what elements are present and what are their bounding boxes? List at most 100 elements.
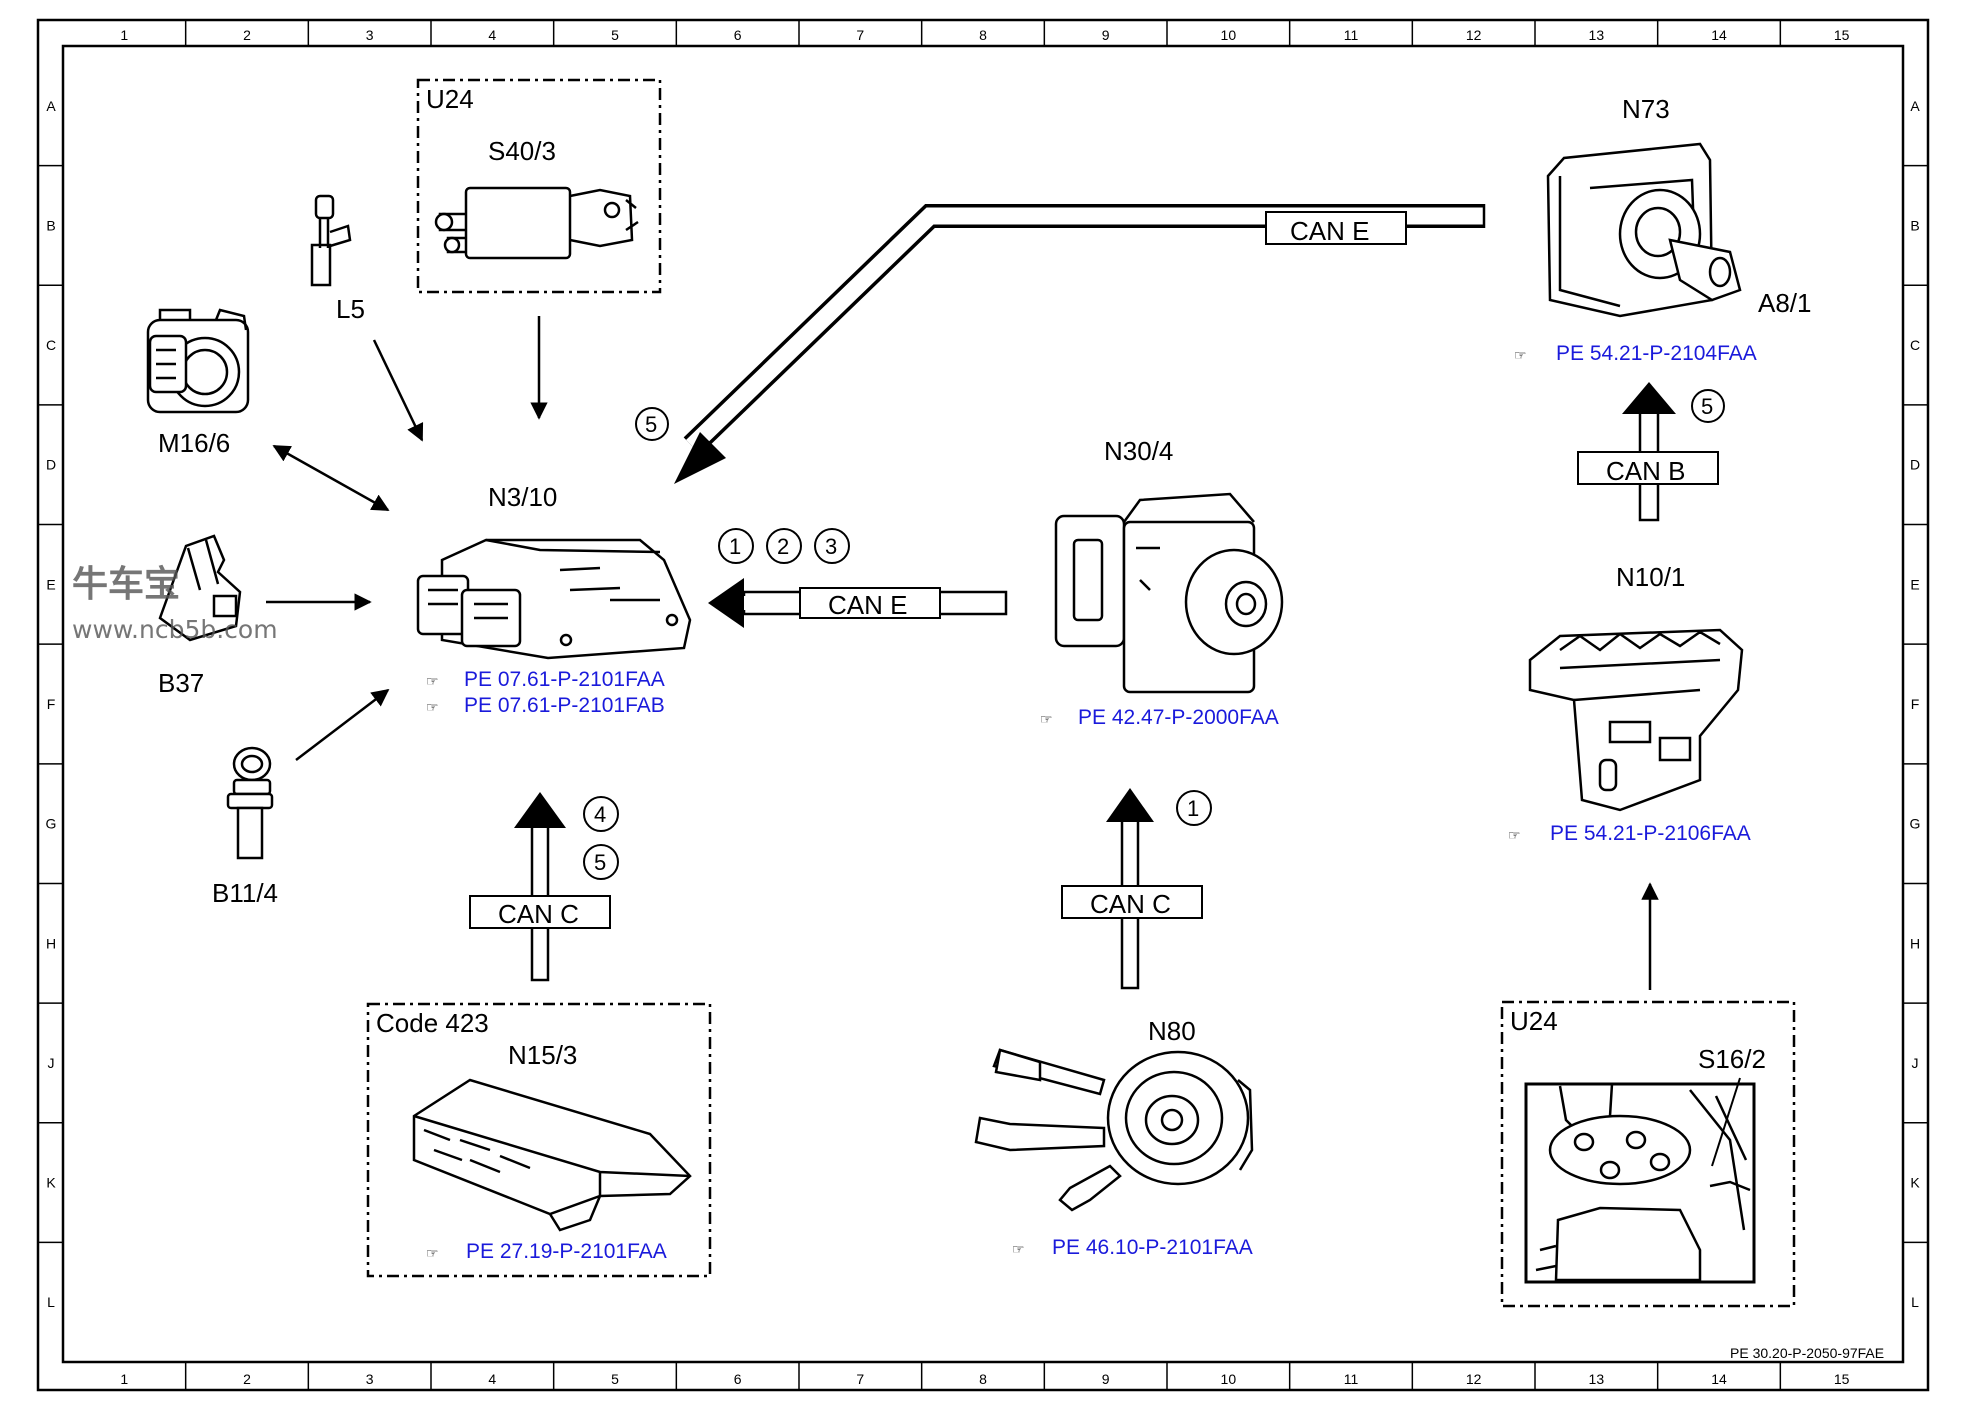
grid-col-label-bottom: 1 (120, 1371, 128, 1387)
grid-col-label-bottom: 10 (1221, 1371, 1237, 1387)
svg-text:5: 5 (645, 412, 657, 437)
n3-10-ref-b[interactable]: ☞ PE 07.61-P-2101FAB (426, 694, 665, 717)
u24-bottom-box (1500, 1000, 1796, 1308)
m16-6-label: M16/6 (158, 428, 230, 458)
grid-col-label-bottom: 15 (1834, 1371, 1850, 1387)
n80-label: N80 (1148, 1016, 1196, 1046)
ref-pointer-icon: ☞ (1040, 711, 1053, 727)
n15-3-label: N15/3 (508, 1040, 577, 1070)
s16-2-label: S16/2 (1698, 1044, 1766, 1074)
n3-10-ecu-icon (416, 538, 692, 660)
grid-row-label-left: H (46, 935, 56, 951)
u24-top-label: U24 (426, 84, 474, 114)
svg-text:2: 2 (777, 534, 789, 559)
n80-steering-column-module-icon (974, 1048, 1254, 1212)
grid-col-label-top: 10 (1221, 27, 1237, 43)
grid-row-label-right: F (1911, 696, 1920, 712)
n80-ref-link[interactable]: PE 46.10-P-2101FAA (1052, 1236, 1253, 1259)
n10-1-ref-link[interactable]: PE 54.21-P-2106FAA (1550, 822, 1751, 845)
n15-3-ref[interactable]: ☞ PE 27.19-P-2101FAA (426, 1240, 667, 1263)
svg-text:5: 5 (594, 850, 606, 875)
svg-text:4: 4 (594, 802, 606, 827)
grid-col-label-top: 6 (734, 27, 742, 43)
n30-4-ref[interactable]: ☞ PE 42.47-P-2000FAA (1040, 706, 1279, 729)
grid-col-label-bottom: 13 (1589, 1371, 1605, 1387)
n3-10-ref-a-link[interactable]: PE 07.61-P-2101FAA (464, 668, 665, 691)
grid-row-label-left: A (46, 98, 56, 114)
n10-1-label: N10/1 (1616, 562, 1685, 592)
svg-text:3: 3 (825, 534, 837, 559)
ref-pointer-icon: ☞ (1514, 347, 1527, 363)
l5-arrow (372, 339, 424, 442)
b11-4-arrow (295, 688, 390, 761)
ref-pointer-icon: ☞ (426, 673, 439, 689)
marker-5-top (635, 407, 669, 441)
grid-col-label-top: 4 (488, 27, 496, 43)
grid-col-label-bottom: 2 (243, 1371, 251, 1387)
grid-col-label-bottom: 6 (734, 1371, 742, 1387)
can-e-top-box (1265, 211, 1407, 245)
markers-1-2-3: 1 2 3 (718, 528, 850, 564)
grid-row-label-right: C (1910, 337, 1920, 353)
grid-row-label-right: G (1910, 816, 1921, 832)
grid-col-label-top: 9 (1102, 27, 1110, 43)
marker-5-right (1691, 389, 1725, 423)
a8-1-label: A8/1 (1758, 288, 1812, 318)
b37-pedal-sensor-icon (158, 534, 242, 642)
svg-text:5: 5 (1701, 394, 1713, 419)
n30-4-ref-link[interactable]: PE 42.47-P-2000FAA (1078, 706, 1279, 729)
l5-sensor-icon (310, 194, 352, 287)
grid-row-label-left: F (47, 696, 56, 712)
n3-10-ref-a[interactable]: ☞ PE 07.61-P-2101FAA (426, 668, 665, 691)
grid-row-label-right: E (1910, 576, 1919, 592)
s40-3-label: S40/3 (488, 136, 556, 166)
grid-row-label-right: A (1910, 98, 1920, 114)
grid-row-label-right: K (1910, 1175, 1920, 1191)
n3-10-ref-b-link[interactable]: PE 07.61-P-2101FAB (464, 694, 665, 717)
n30-4-abs-unit-icon (1054, 492, 1284, 694)
grid-row-label-left: J (48, 1055, 55, 1071)
u24-top-box (416, 78, 662, 294)
grid-col-label-top: 12 (1466, 27, 1482, 43)
watermark-brand: 牛车宝 (72, 564, 180, 605)
can-e-mid-box (799, 587, 941, 619)
grid-col-label-bottom: 12 (1466, 1371, 1482, 1387)
grid-border: 1122334455667788991010111112121313141415… (38, 20, 1928, 1390)
ref-pointer-icon: ☞ (1508, 827, 1521, 843)
grid-col-label-top: 1 (120, 27, 128, 43)
m16-6-bidirectional-arrow (272, 444, 390, 512)
grid-row-label-right: J (1912, 1055, 1919, 1071)
grid-col-label-top: 14 (1711, 27, 1727, 43)
can-c-right-box (1061, 885, 1203, 919)
can-e-mid-label: CAN E (828, 590, 907, 620)
can-b-box (1577, 451, 1719, 485)
s40-3-switch-icon (434, 186, 639, 260)
grid-col-label-top: 13 (1589, 27, 1605, 43)
grid-col-label-bottom: 8 (979, 1371, 987, 1387)
can-c-right-label: CAN C (1090, 889, 1171, 919)
grid-col-label-top: 5 (611, 27, 619, 43)
marker-1-right (1176, 790, 1212, 826)
grid-col-label-bottom: 3 (366, 1371, 374, 1387)
grid-row-label-right: B (1910, 217, 1919, 233)
grid-col-label-bottom: 9 (1102, 1371, 1110, 1387)
grid-col-label-bottom: 11 (1344, 1371, 1359, 1387)
n10-1-ref[interactable]: ☞ PE 54.21-P-2106FAA (1508, 822, 1751, 845)
grid-row-label-right: H (1910, 935, 1920, 951)
can-b-label: CAN B (1606, 456, 1685, 486)
ref-pointer-icon: ☞ (1012, 1241, 1025, 1257)
l5-label: L5 (336, 294, 365, 324)
n80-ref[interactable]: ☞ PE 46.10-P-2101FAA (1012, 1236, 1253, 1259)
n73-ref-link[interactable]: PE 54.21-P-2104FAA (1556, 342, 1757, 365)
grid-row-label-left: C (46, 337, 56, 353)
s16-2-switch-photo-icon (1524, 1077, 1756, 1284)
grid-col-label-top: 7 (856, 27, 864, 43)
n3-10-label: N3/10 (488, 482, 557, 512)
n15-3-ref-link[interactable]: PE 27.19-P-2101FAA (466, 1240, 667, 1263)
grid-col-label-top: 2 (243, 27, 251, 43)
grid-col-label-bottom: 7 (856, 1371, 864, 1387)
n73-ref[interactable]: ☞ PE 54.21-P-2104FAA (1514, 342, 1757, 365)
n15-3-module-icon (412, 1078, 692, 1232)
grid-row-label-left: D (46, 457, 56, 473)
